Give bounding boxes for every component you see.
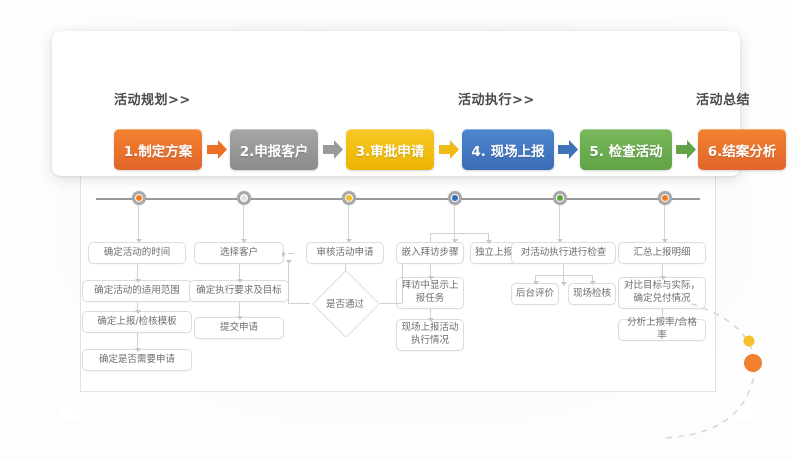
flow-connector: [430, 233, 488, 234]
arrow-right-icon: [207, 140, 227, 159]
flow-box: 现场上报活动执行情况: [396, 319, 464, 351]
timeline-stem: [138, 205, 139, 241]
flow-connector: [239, 302, 240, 317]
flow-box: 现场检核: [568, 283, 616, 305]
flow-decision-label: 是否通过: [325, 299, 364, 310]
timeline-stem-arrow-icon: [451, 239, 458, 243]
flow-arrow-icon: [236, 316, 243, 320]
timeline-stem-arrow-icon: [661, 239, 668, 243]
timeline-dot-4: [448, 191, 462, 205]
timeline-stem: [348, 205, 349, 241]
flow-connector: [288, 264, 289, 303]
flow-box: 嵌入拜访步骤: [396, 242, 464, 264]
timeline-rail: [96, 198, 700, 200]
flow-box: 分析上报率/合格率: [618, 317, 706, 341]
arrow-right-icon: [323, 140, 343, 159]
flow-connector: [430, 264, 431, 277]
flow-box: 确定是否需要申请: [82, 349, 192, 371]
timeline-dot-6: [658, 191, 672, 205]
flow-connector: [239, 264, 240, 280]
flow-box: 确定活动的时间: [88, 242, 186, 264]
arrow-right-icon: [439, 140, 459, 159]
stage-step-2[interactable]: 2.申报客户: [230, 129, 318, 170]
flow-connector: [402, 264, 403, 303]
flow-connector: [662, 264, 663, 277]
timeline-stem: [454, 205, 455, 241]
flow-arrow-icon: [134, 348, 141, 352]
stage-step-6[interactable]: 6.结案分析: [698, 129, 786, 170]
timeline-dot-3: [342, 191, 356, 205]
timeline-stem: [559, 205, 560, 241]
flow-box: 提交申请: [194, 317, 284, 339]
flow-arrow-icon: [134, 279, 141, 283]
flow-box: 确定执行要求及目标: [189, 280, 289, 302]
stage-card: 活动规划>> 活动执行>> 活动总结 1.制定方案 2.申报客户 3.审批申请 4. …: [52, 31, 786, 176]
flow-box: 后台评价: [511, 283, 559, 305]
timeline-stem: [664, 205, 665, 241]
flow-arrow-icon: [485, 240, 492, 244]
timeline-stem-arrow-icon: [135, 239, 142, 243]
flow-box: 确定上报/检核模板: [82, 311, 192, 333]
flow-box: 确定活动的适用范围: [82, 280, 192, 302]
flow-box: 对比目标与实际，确定兑付情况: [618, 277, 706, 309]
timeline-stem-arrow-icon: [556, 239, 563, 243]
timeline-dot-2: [237, 191, 251, 205]
timeline-dot-1: [132, 191, 146, 205]
flow-connector: [592, 275, 593, 283]
phase-label-summary: 活动总结: [696, 93, 751, 108]
stage-step-3[interactable]: 3.审批申请: [346, 129, 434, 170]
arrow-right-icon: [558, 140, 578, 159]
phase-label-planning: 活动规划>>: [114, 93, 191, 108]
flow-box: 拜访中显示上报任务: [396, 277, 464, 309]
flow-connector: [137, 333, 138, 349]
flow-connector: [137, 302, 138, 311]
flow-arrow-icon: [589, 281, 596, 285]
flow-arrow-icon: [134, 310, 141, 314]
timeline-stem-arrow-icon: [240, 239, 247, 243]
flow-arrow-icon: [659, 318, 666, 322]
flow-arrow-icon: [659, 276, 666, 280]
flow-box: 汇总上报明细: [618, 242, 706, 264]
flow-arrow-icon: [282, 250, 286, 257]
flow-connector: [563, 264, 564, 275]
flow-box: 选择客户: [194, 242, 284, 264]
flow-connector: [430, 233, 431, 242]
flow-connector: [288, 253, 294, 254]
flow-connector: [380, 303, 402, 304]
flow-connector: [288, 303, 310, 304]
flow-arrow-icon: [427, 276, 434, 280]
flow-connector: [535, 275, 592, 276]
flow-arrow-icon: [236, 279, 243, 283]
flow-arrow-icon: [560, 282, 567, 286]
flow-connector: [662, 309, 663, 319]
stage-step-5[interactable]: 5. 检查活动: [580, 129, 672, 170]
timeline-stem: [243, 205, 244, 241]
flow-arrow-icon: [285, 260, 292, 264]
timeline-stem-arrow-icon: [345, 239, 352, 243]
flow-connector: [137, 264, 138, 280]
flow-arrow-icon: [427, 318, 434, 322]
stage-step-4[interactable]: 4. 现场上报: [462, 129, 554, 170]
phase-label-execution: 活动执行>>: [458, 93, 535, 108]
flow-box: 审核活动申请: [306, 242, 384, 264]
flow-connector: [535, 275, 536, 283]
stage-step-1[interactable]: 1.制定方案: [114, 129, 202, 170]
timeline-dot-5: [553, 191, 567, 205]
arrow-right-icon: [676, 140, 696, 159]
flow-decision-diamond: 是否通过: [310, 270, 380, 338]
flow-connector: [430, 309, 431, 319]
flow-connector: [488, 233, 489, 242]
flow-box: 对活动执行进行检查: [511, 242, 616, 264]
flow-arrow-icon: [532, 281, 539, 285]
